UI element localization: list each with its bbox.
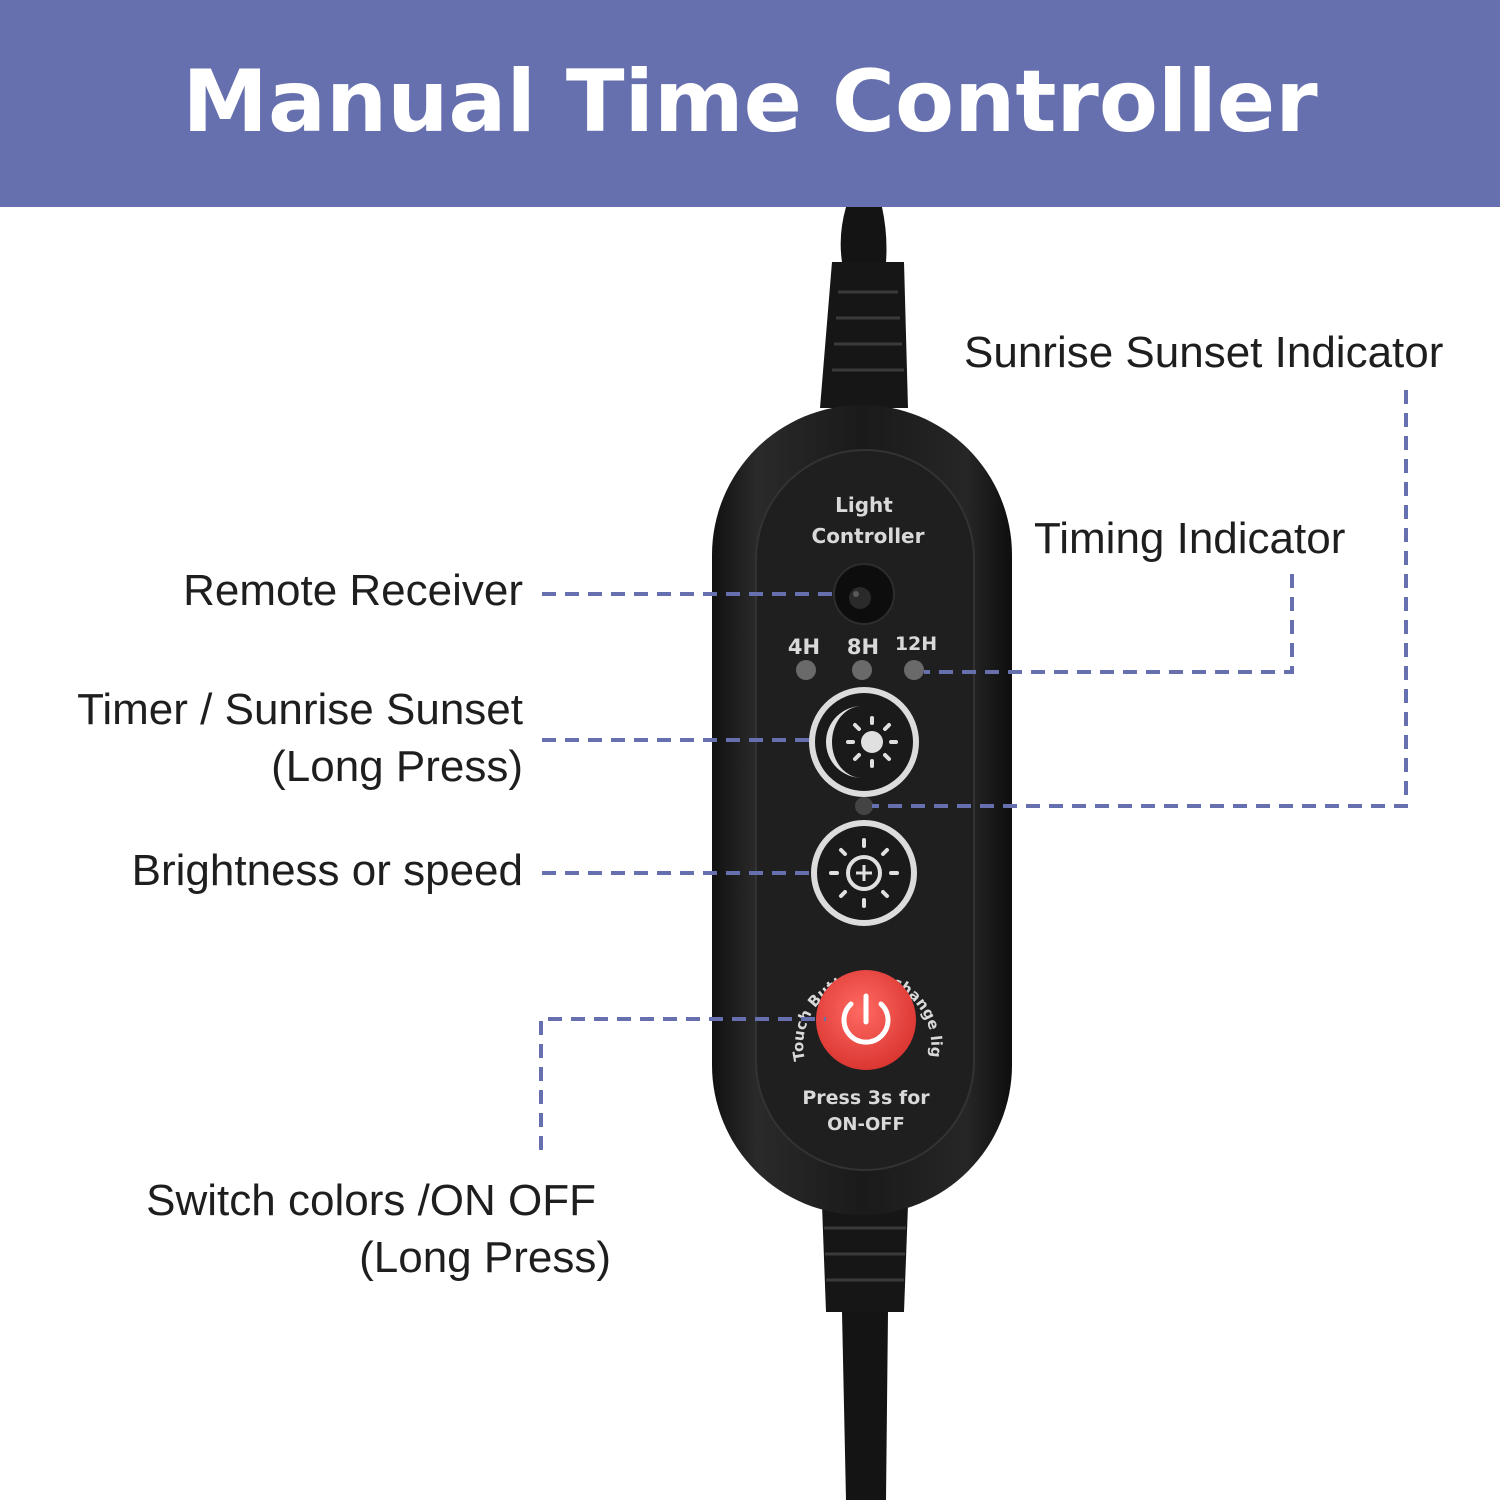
timing-led-8h [852, 660, 872, 680]
label-timer-sunrise-line1: Timer / Sunrise Sunset [77, 685, 523, 734]
power-button[interactable] [816, 970, 916, 1070]
bottom-cable [822, 1205, 908, 1500]
label-brightness: Brightness or speed [131, 846, 523, 895]
timer-label-8h: 8H [847, 635, 879, 659]
label-switch-colors-line2: (Long Press) [359, 1233, 611, 1282]
device-brand-line2: Controller [812, 524, 925, 548]
top-cable [820, 207, 908, 408]
power-caption-line2: ON-OFF [827, 1114, 905, 1135]
moon-icon [826, 706, 862, 778]
label-timer-sunrise-line2: (Long Press) [271, 742, 523, 791]
page-title: Manual Time Controller [182, 51, 1318, 152]
timing-led-12h [904, 660, 924, 680]
header-banner: Manual Time Controller [0, 0, 1500, 207]
timer-label-12h: 12H [895, 633, 937, 655]
label-switch-colors-line1: Switch colors /ON OFF [146, 1176, 596, 1225]
leader-timing-indicator [924, 574, 1294, 674]
power-icon [841, 993, 891, 1045]
brightness-sun-icon [829, 838, 899, 908]
remote-receiver-sensor [833, 563, 895, 625]
sunrise-sunset-led [855, 797, 873, 815]
timer-sunrise-button[interactable] [809, 687, 919, 797]
leader-sunrise-sunset-indicator [872, 390, 1408, 808]
brightness-button[interactable] [811, 820, 917, 926]
label-sunrise-sunset-indicator: Sunrise Sunset Indicator [964, 328, 1444, 377]
timing-led-4h [796, 660, 816, 680]
power-caption-line1: Press 3s for [802, 1087, 930, 1109]
label-remote-receiver: Remote Receiver [183, 566, 523, 615]
device-brand-line1: Light [835, 493, 893, 517]
sun-icon [846, 716, 898, 768]
timer-label-4h: 4H [788, 635, 820, 659]
label-timing-indicator: Timing Indicator [1034, 514, 1346, 563]
